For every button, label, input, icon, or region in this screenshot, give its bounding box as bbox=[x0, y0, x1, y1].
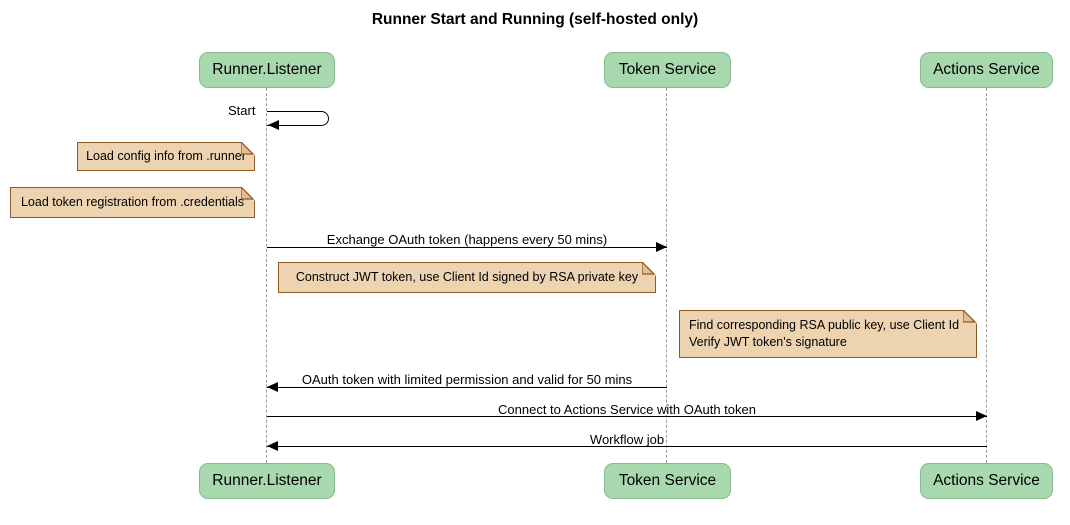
message-start-label: Start bbox=[228, 103, 256, 118]
message-connect-actions-label: Connect to Actions Service with OAuth to… bbox=[498, 402, 756, 417]
note-load-token-registration: Load token registration from .credential… bbox=[10, 186, 256, 218]
participant-label: Actions Service bbox=[933, 61, 1040, 78]
participant-label: Runner.Listener bbox=[212, 61, 322, 78]
note-construct-jwt: Construct JWT token, use Client Id signe… bbox=[278, 261, 657, 293]
arrowhead-left-icon bbox=[268, 120, 279, 130]
message-oauth-token-line bbox=[267, 387, 667, 388]
message-connect-actions-line bbox=[267, 416, 987, 417]
participant-runner-listener-top: Runner.Listener bbox=[199, 52, 335, 88]
note-text-line2: Verify JWT token's signature bbox=[689, 335, 847, 349]
lifeline-token-service bbox=[666, 88, 667, 463]
message-exchange-oauth-label: Exchange OAuth token (happens every 50 m… bbox=[326, 232, 608, 247]
message-workflow-job-line bbox=[267, 446, 987, 447]
note-text: Load token registration from .credential… bbox=[20, 195, 245, 209]
note-fold-icon bbox=[963, 309, 978, 324]
participant-actions-service-bottom: Actions Service bbox=[920, 463, 1053, 499]
participant-label: Runner.Listener bbox=[212, 472, 322, 489]
note-text-line1: Find corresponding RSA public key, use C… bbox=[689, 318, 960, 332]
message-exchange-oauth-line bbox=[267, 247, 667, 248]
message-oauth-token-label: OAuth token with limited permission and … bbox=[301, 372, 633, 387]
participant-token-service-top: Token Service bbox=[604, 52, 731, 88]
diagram-title: Runner Start and Running (self-hosted on… bbox=[371, 11, 699, 28]
message-workflow-job-label: Workflow job bbox=[589, 432, 665, 447]
note-fold-icon bbox=[642, 261, 657, 276]
arrowhead-right-icon bbox=[976, 411, 987, 421]
note-fold-icon bbox=[241, 141, 256, 156]
arrowhead-left-icon bbox=[267, 441, 278, 451]
participant-actions-service-top: Actions Service bbox=[920, 52, 1053, 88]
participant-token-service-bottom: Token Service bbox=[604, 463, 731, 499]
note-load-config: Load config info from .runner bbox=[77, 141, 256, 171]
note-fold-icon bbox=[241, 186, 256, 201]
message-start-loop bbox=[267, 111, 329, 126]
arrowhead-left-icon bbox=[267, 382, 278, 392]
arrowhead-right-icon bbox=[656, 242, 667, 252]
participant-label: Token Service bbox=[618, 472, 717, 489]
participant-label: Actions Service bbox=[933, 472, 1040, 489]
lifeline-runner-listener bbox=[266, 88, 267, 463]
participant-label: Token Service bbox=[618, 61, 717, 78]
note-verify-jwt: Find corresponding RSA public key, use C… bbox=[679, 309, 978, 358]
note-text: Load config info from .runner bbox=[86, 149, 246, 163]
participant-runner-listener-bottom: Runner.Listener bbox=[199, 463, 335, 499]
lifeline-actions-service bbox=[986, 88, 987, 463]
note-text: Construct JWT token, use Client Id signe… bbox=[295, 270, 639, 284]
